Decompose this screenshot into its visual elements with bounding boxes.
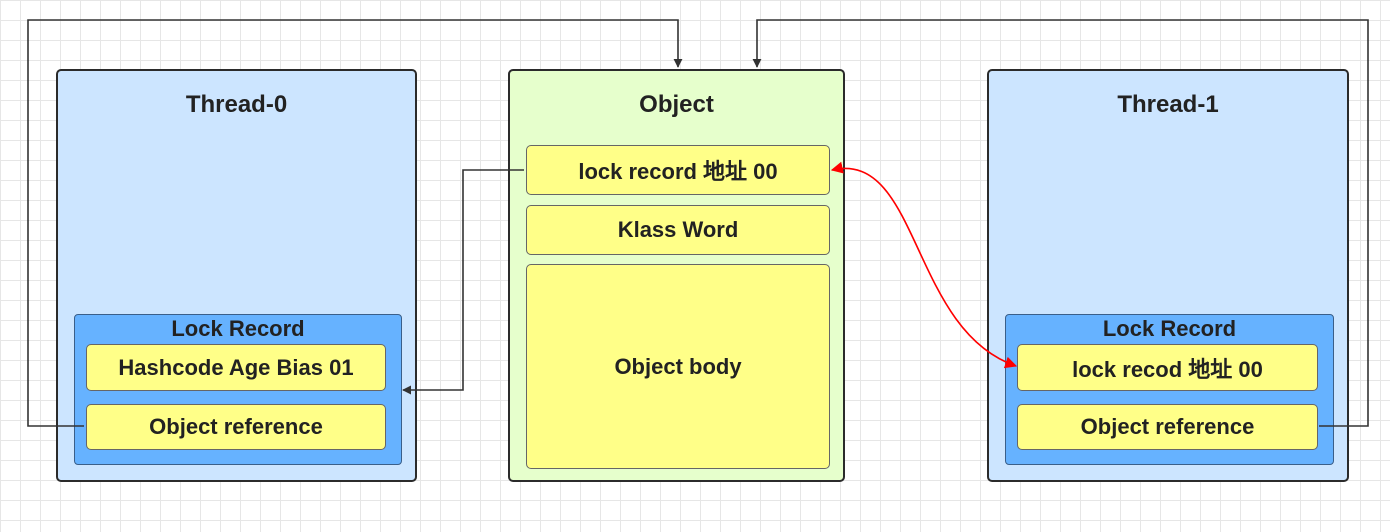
object-title: Object — [639, 91, 714, 118]
thread-0-lock-record-title: Lock Record — [171, 316, 305, 341]
thread-0-object-reference-cell: Object reference — [86, 404, 386, 450]
thread-0-title: Thread-0 — [185, 91, 288, 118]
thread-0-lock-record: Lock Record Hashcode Age Bias 01 Object … — [74, 314, 402, 465]
thread-1-box: Thread-1 Lock Record lock recod 地址 00 Ob… — [987, 69, 1349, 482]
object-body-cell: Object body — [526, 264, 830, 469]
object-mark-word-cell: lock record 地址 00 — [526, 145, 830, 195]
cas-swap-arrow — [830, 161, 1018, 369]
thread-0-box: Thread-0 Lock Record Hashcode Age Bias 0… — [56, 69, 417, 482]
thread-1-lock-record-title: Lock Record — [1102, 316, 1237, 341]
thread-0-object-reference-connector — [27, 19, 683, 427]
object-klass-word-cell: Klass Word — [526, 205, 830, 255]
object-mark-word-to-thread-0-connector — [402, 169, 524, 395]
object-box: Object lock record 地址 00 Klass Word Obje… — [508, 69, 845, 482]
thread-1-object-reference-connector — [752, 19, 1369, 427]
thread-1-title: Thread-1 — [1117, 91, 1219, 118]
thread-1-object-reference-cell: Object reference — [1017, 404, 1318, 450]
thread-1-mark-word-cell: lock recod 地址 00 — [1017, 344, 1318, 391]
thread-1-lock-record: Lock Record lock recod 地址 00 Object refe… — [1005, 314, 1334, 465]
thread-0-mark-word-cell: Hashcode Age Bias 01 — [86, 344, 386, 391]
